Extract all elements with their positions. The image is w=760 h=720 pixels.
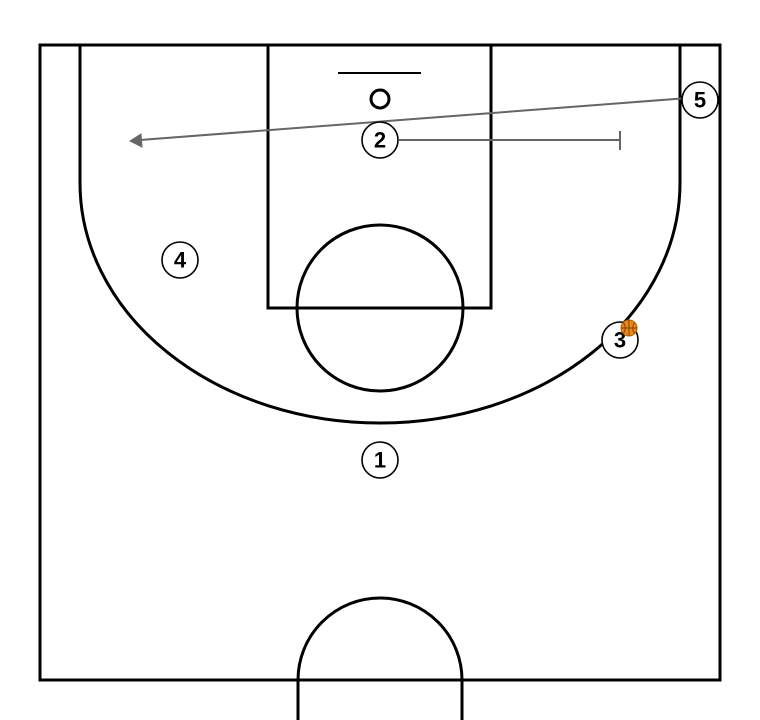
player-1: 1 xyxy=(361,441,399,479)
center-circle xyxy=(296,596,464,720)
basketball-icon xyxy=(620,319,638,337)
player-5-label: 5 xyxy=(694,88,706,113)
player-4-label: 4 xyxy=(174,248,187,273)
player-2-label: 2 xyxy=(374,128,386,153)
free-throw-circle xyxy=(295,223,465,393)
three-point-line xyxy=(78,45,682,425)
cut-arrow-player-5 xyxy=(128,97,689,148)
player-5: 5 xyxy=(681,81,719,119)
paint-area xyxy=(266,43,493,310)
player-2: 2 xyxy=(361,121,399,159)
basket-rim-icon xyxy=(369,88,391,110)
screen-line-player-2 xyxy=(399,131,621,150)
player-4: 4 xyxy=(161,241,199,279)
player-1-label: 1 xyxy=(374,448,386,473)
